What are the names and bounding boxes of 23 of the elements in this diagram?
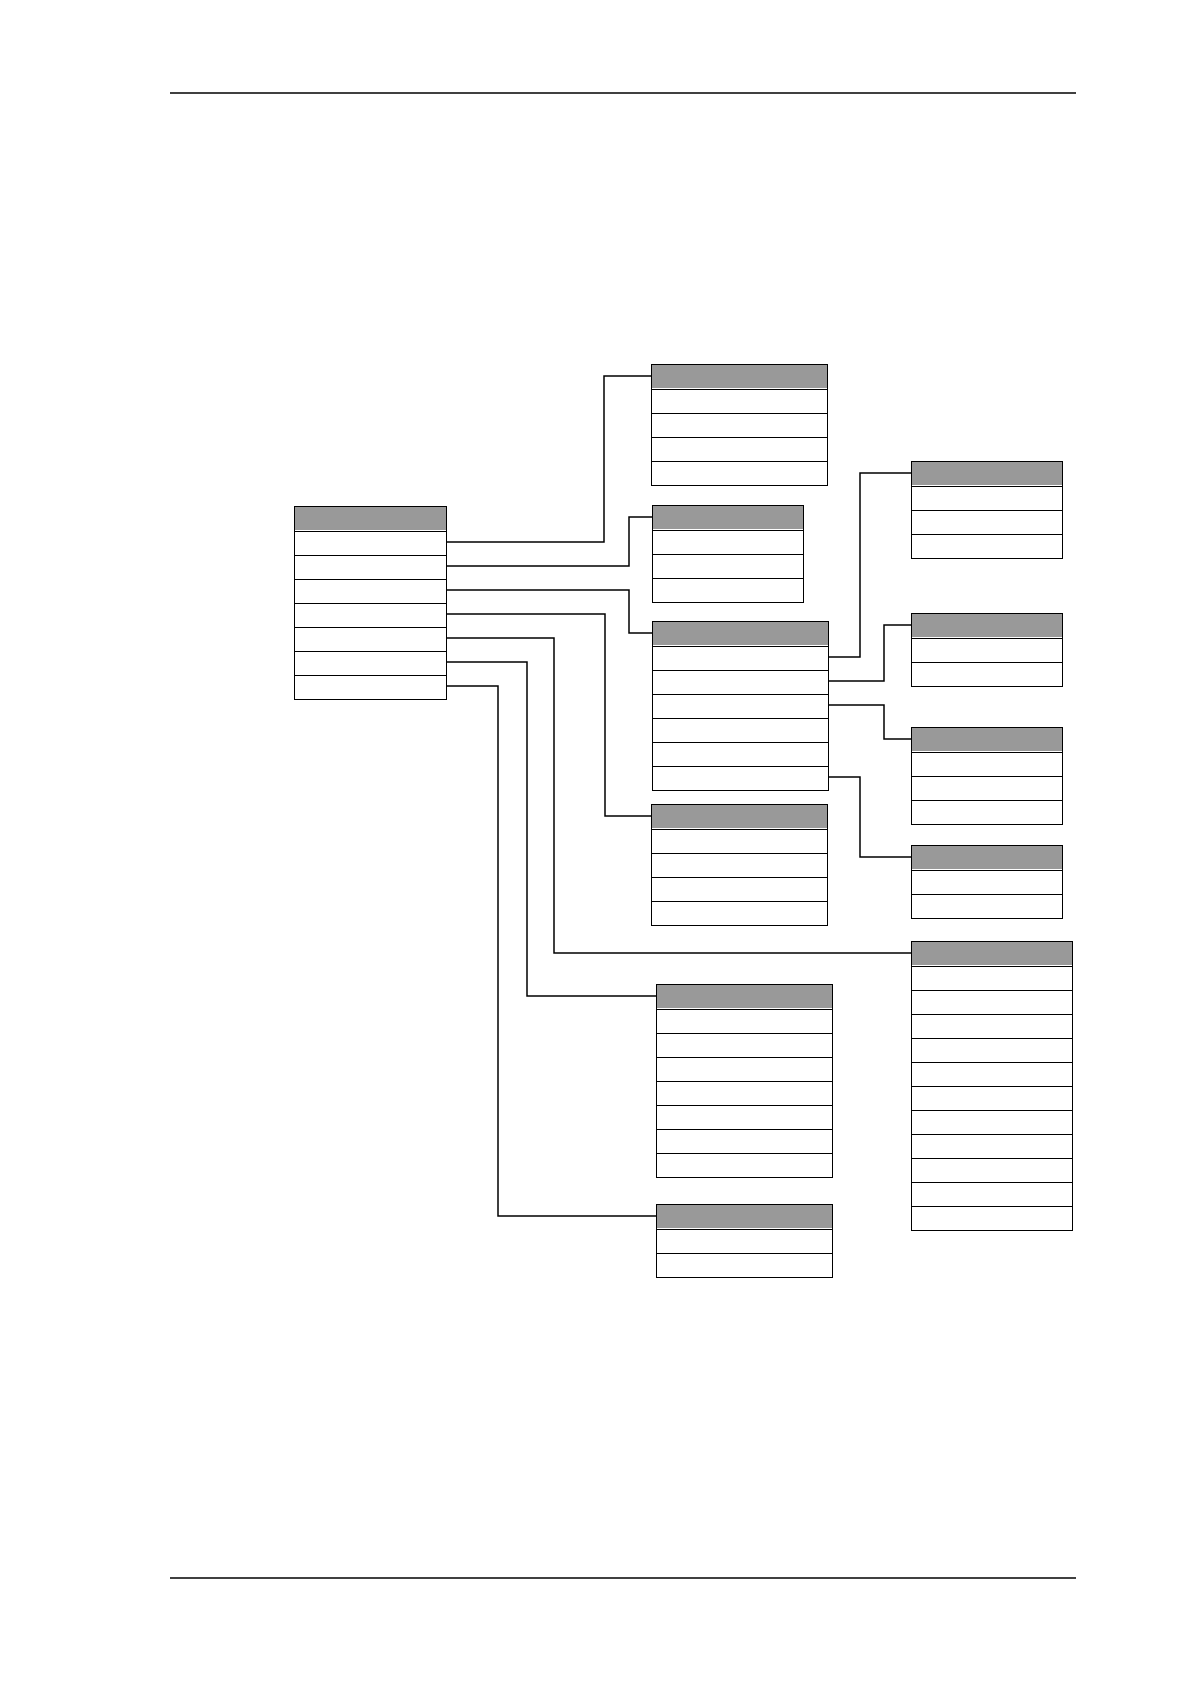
connector-line [828, 704, 912, 740]
connector-line [446, 661, 657, 997]
table-box [652, 505, 804, 603]
connector-line [446, 589, 653, 634]
table-box [911, 941, 1073, 1231]
connector-line [446, 613, 652, 817]
table-box [911, 461, 1063, 559]
connector-line [446, 375, 652, 543]
connector-line [446, 516, 653, 567]
connector-line [446, 637, 912, 954]
table-box [651, 804, 828, 926]
table-box [656, 984, 833, 1178]
table-box [656, 1204, 833, 1278]
connector-line [828, 776, 912, 858]
table-box [911, 613, 1063, 687]
connector-line [828, 624, 912, 682]
connector-line [828, 472, 912, 658]
table-box [652, 621, 829, 791]
table-box [911, 727, 1063, 825]
table-box [294, 506, 447, 700]
table-box [911, 845, 1063, 919]
connector-line [446, 685, 657, 1217]
table-box [651, 364, 828, 486]
